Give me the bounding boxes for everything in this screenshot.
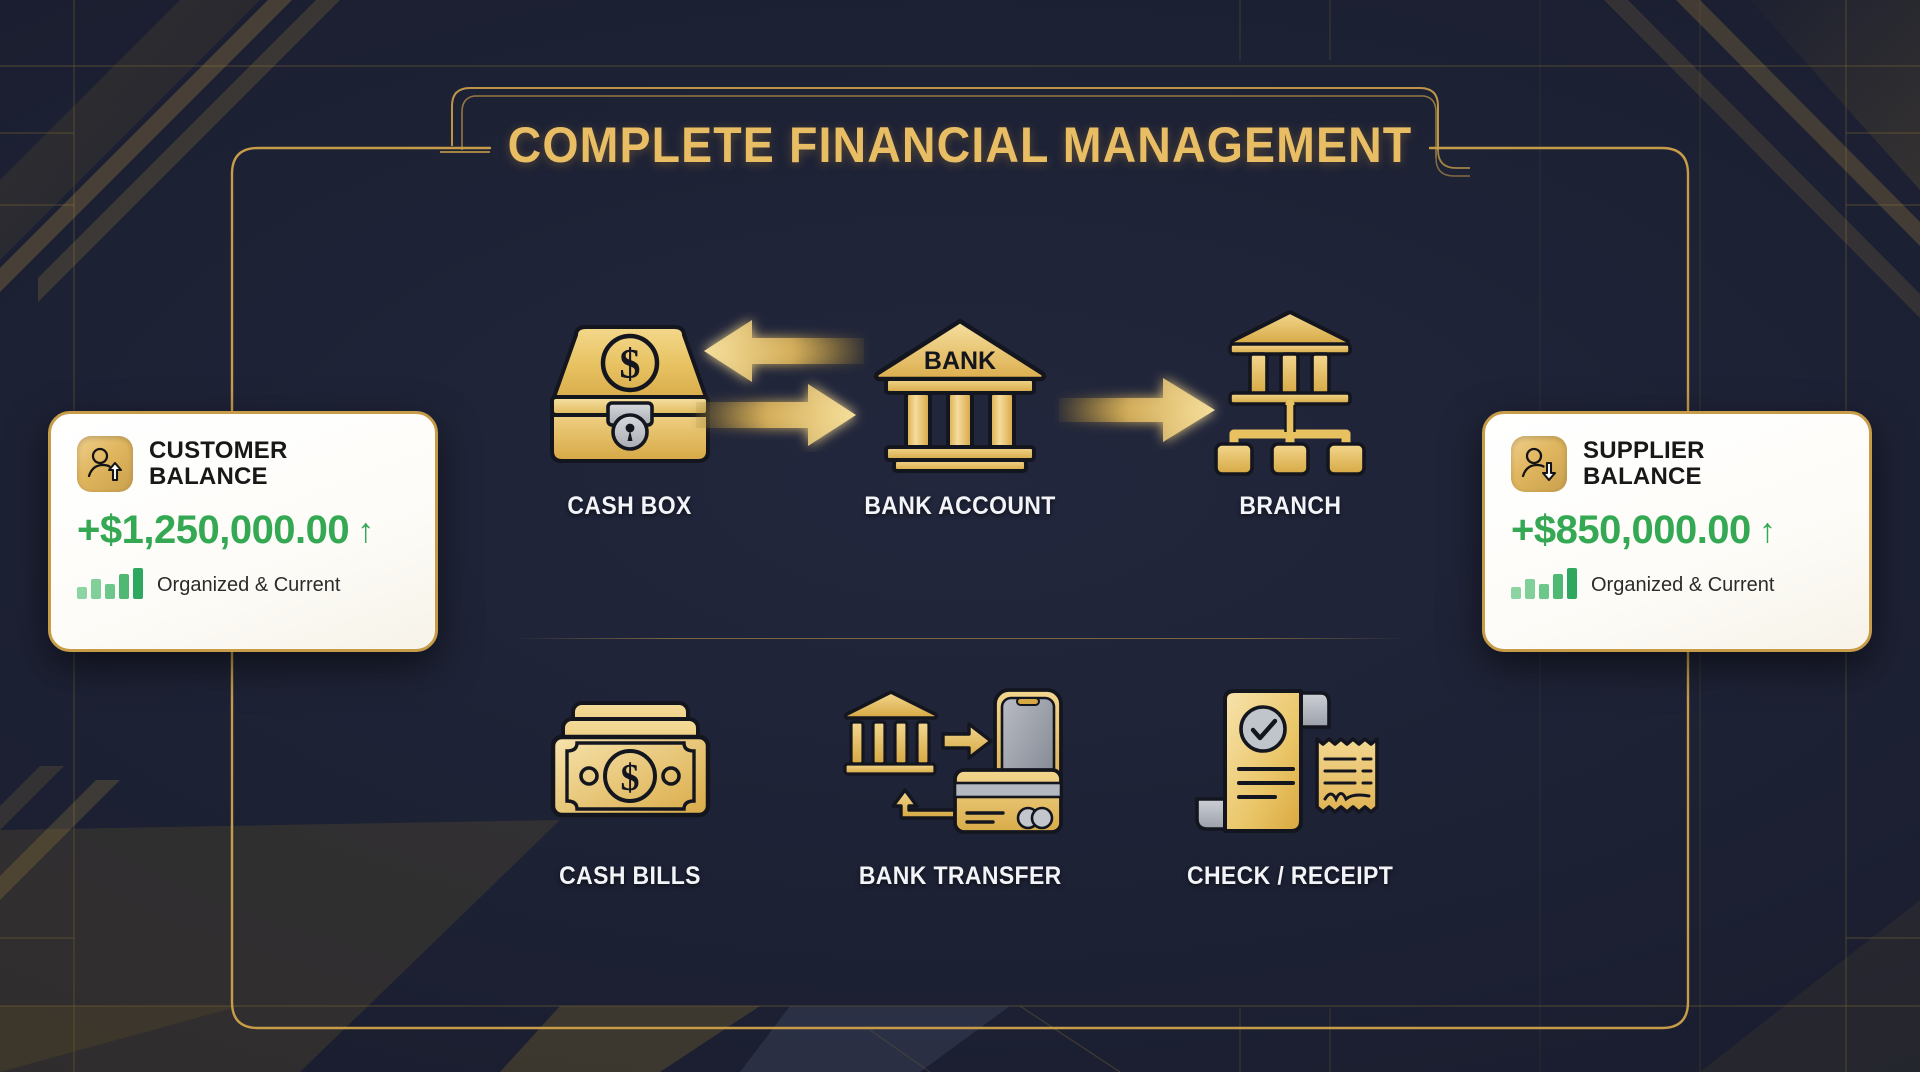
node-cash-bills[interactable]: $ CASH BILLS — [465, 676, 795, 891]
card-title-line2: BALANCE — [1583, 463, 1702, 490]
svg-text:$: $ — [620, 342, 641, 388]
card-header: CUSTOMER BALANCE — [77, 436, 409, 492]
card-title: CUSTOMER BALANCE — [149, 438, 288, 490]
user-up-arrow-icon — [77, 436, 133, 492]
node-label: CASH BOX — [567, 492, 693, 520]
trend-up-icon: ↑ — [357, 511, 374, 550]
balance-amount: +$850,000.00 — [1511, 508, 1751, 552]
bank-pediment-text: BANK — [924, 347, 996, 375]
node-bank-account[interactable]: BANK BANK ACCOUNT — [795, 296, 1125, 521]
card-header: SUPPLIER BALANCE — [1511, 436, 1843, 492]
card-title-line2: BALANCE — [149, 463, 268, 490]
node-label: CASH BILLS — [559, 862, 701, 890]
balance-amount-row: +$850,000.00 ↑ — [1511, 508, 1843, 553]
cash-bills-art: $ — [543, 676, 718, 836]
svg-text:$: $ — [620, 757, 639, 799]
node-cash-box[interactable]: $ CASH BOX — [465, 296, 795, 521]
sparkline-bar — [1511, 587, 1521, 599]
node-label: BANK ACCOUNT — [864, 492, 1056, 520]
sparkline-bar — [1525, 579, 1535, 599]
customer-balance-card[interactable]: CUSTOMER BALANCE +$1,250,000.00 ↑ Organi… — [48, 411, 438, 652]
status-note: Organized & Current — [1591, 574, 1775, 596]
sparkline-bar — [119, 574, 129, 599]
sparkline-bar — [1539, 584, 1549, 599]
sparkline-bars — [1511, 567, 1577, 599]
status-note: Organized & Current — [157, 574, 341, 596]
bank-transfer-icon — [842, 688, 1063, 834]
node-label: CHECK / RECEIPT — [1186, 862, 1394, 890]
node-label: BANK TRANSFER — [858, 862, 1062, 890]
sparkline-bars — [77, 567, 143, 599]
page-title: COMPLETE FINANCIAL MANAGEMENT — [507, 117, 1413, 173]
supplier-balance-card[interactable]: SUPPLIER BALANCE +$850,000.00 ↑ Organize… — [1482, 411, 1872, 652]
bank-account-art: BANK — [870, 296, 1050, 476]
card-footer: Organized & Current — [77, 567, 409, 599]
section-divider — [510, 638, 1410, 639]
sparkline-bar — [105, 584, 115, 599]
sparkline-bar — [91, 579, 101, 599]
flow-row-bottom: $ CASH BILLS — [0, 676, 1920, 891]
trend-up-icon: ↑ — [1758, 511, 1776, 550]
bank-transfer-art — [842, 676, 1078, 836]
balance-amount-row: +$1,250,000.00 ↑ — [77, 508, 409, 553]
cash-box-icon: $ — [550, 325, 710, 463]
card-title-line1: SUPPLIER — [1583, 437, 1705, 465]
node-check-receipt[interactable]: CHECK / RECEIPT — [1125, 676, 1455, 891]
card-title: SUPPLIER BALANCE — [1583, 438, 1705, 490]
sparkline-bar — [1553, 574, 1563, 599]
balance-amount: +$1,250,000.00 — [77, 508, 350, 552]
check-receipt-art — [1183, 676, 1398, 836]
node-bank-transfer[interactable]: BANK TRANSFER — [795, 676, 1125, 891]
node-label: BRANCH — [1239, 492, 1341, 520]
check-receipt-icon — [1194, 689, 1379, 833]
node-branch[interactable]: BRANCH — [1125, 296, 1455, 521]
transfer-arrow-return — [890, 788, 957, 820]
sparkline-bar — [133, 568, 143, 599]
bank-account-icon: BANK — [873, 318, 1047, 473]
sparkline-bar — [1567, 568, 1577, 599]
branch-art — [1200, 296, 1380, 476]
transfer-arrow-right — [940, 722, 993, 760]
branch-icon — [1214, 310, 1366, 476]
cash-box-art: $ — [540, 296, 720, 476]
user-down-arrow-icon — [1511, 436, 1567, 492]
cash-bills-icon: $ — [550, 701, 710, 818]
card-footer: Organized & Current — [1511, 567, 1843, 599]
card-title-line1: CUSTOMER — [149, 437, 288, 465]
sparkline-bar — [77, 587, 87, 599]
